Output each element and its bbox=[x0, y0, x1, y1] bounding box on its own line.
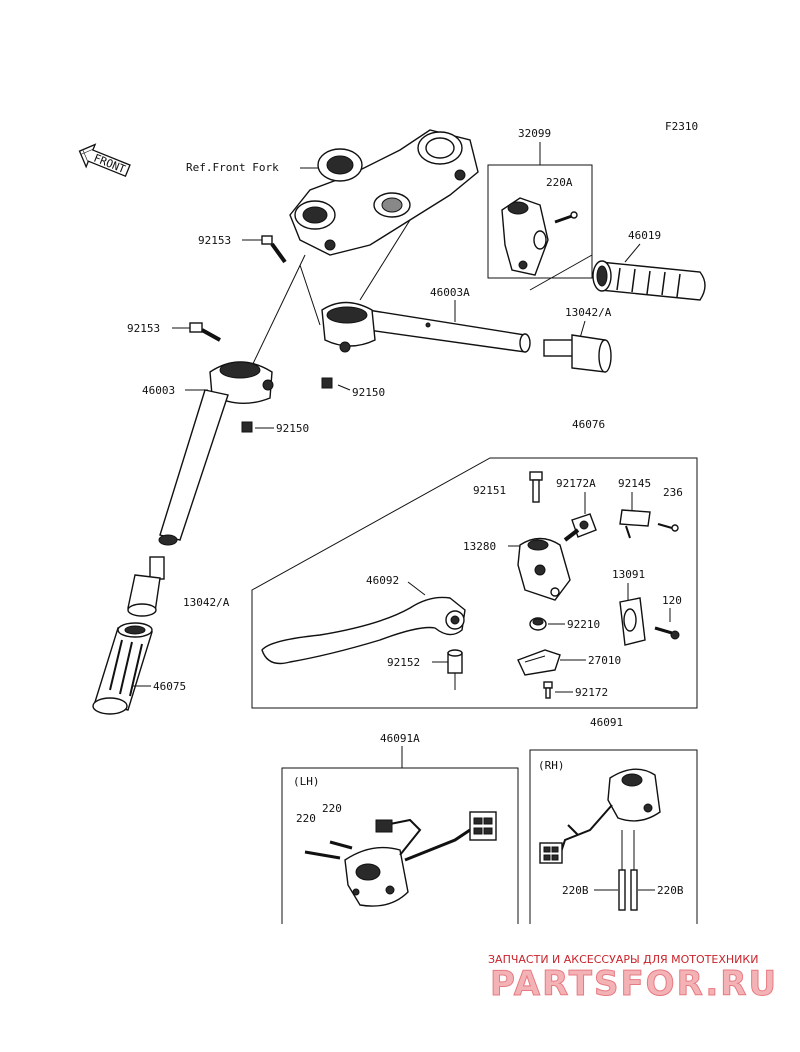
label-92150-b: 92150 bbox=[276, 422, 309, 435]
rh-switch-frame bbox=[529, 749, 698, 924]
bolt-92153-b bbox=[189, 322, 221, 342]
label-92151: 92151 bbox=[473, 484, 506, 497]
label-92153-a: 92153 bbox=[198, 234, 231, 247]
label-220-a: 220 bbox=[322, 802, 342, 815]
adjuster-92172A bbox=[563, 513, 597, 542]
clutch-lever-frame bbox=[251, 457, 698, 709]
front-arrow-label: FRONT bbox=[92, 152, 128, 177]
right-grip bbox=[592, 260, 706, 301]
nut-92150-right bbox=[321, 377, 333, 389]
switch-27010 bbox=[517, 649, 561, 676]
pin-92151 bbox=[529, 471, 543, 503]
label-220B-b: 220B bbox=[657, 884, 684, 897]
label-236: 236 bbox=[663, 486, 683, 499]
label-92152: 92152 bbox=[387, 656, 420, 669]
screw-92172 bbox=[543, 681, 553, 699]
rh-switch-housing bbox=[539, 768, 661, 864]
label-46075: 46075 bbox=[153, 680, 186, 693]
lh-switch-frame bbox=[281, 767, 519, 924]
label-27010: 27010 bbox=[588, 654, 621, 667]
label-92210: 92210 bbox=[567, 618, 600, 631]
label-92172A: 92172A bbox=[556, 477, 596, 490]
label-92153-b: 92153 bbox=[127, 322, 160, 335]
label-46003A: 46003A bbox=[430, 286, 470, 299]
label-46091A: 46091A bbox=[380, 732, 420, 745]
lever-bracket-13280 bbox=[517, 537, 571, 601]
label-46019: 46019 bbox=[628, 229, 661, 242]
spring-92145 bbox=[619, 509, 651, 539]
label-32099: 32099 bbox=[518, 127, 551, 140]
throttle-housing bbox=[501, 197, 578, 276]
label-46076: 46076 bbox=[572, 418, 605, 431]
label-92150-a: 92150 bbox=[352, 386, 385, 399]
clamp-13091 bbox=[619, 597, 646, 646]
front-arrow-icon: FRONT bbox=[78, 143, 131, 178]
label-46092: 46092 bbox=[366, 574, 399, 587]
lh-label: (LH) bbox=[293, 775, 320, 788]
bolt-120 bbox=[654, 626, 680, 640]
left-bar-end bbox=[127, 556, 165, 617]
collar-92152 bbox=[447, 649, 463, 674]
label-13042A-right: 13042/A bbox=[565, 306, 612, 319]
collar-92210 bbox=[529, 617, 547, 631]
watermark-subtitle: ЗАПЧАСТИ И АКСЕССУАРЫ ДЛЯ МОТОТЕХНИКИ bbox=[488, 953, 758, 966]
label-46091: 46091 bbox=[590, 716, 623, 729]
nut-92150-left bbox=[241, 421, 253, 433]
left-grip-46075 bbox=[92, 622, 153, 715]
watermark-logo: PARTSFOR.RU bbox=[490, 964, 778, 1004]
ref-front-fork-label: Ref.Front Fork bbox=[186, 161, 279, 174]
upper-triple-clamp bbox=[289, 129, 479, 256]
label-220B-a: 220B bbox=[562, 884, 589, 897]
label-220A: 220A bbox=[546, 176, 573, 189]
label-92172: 92172 bbox=[575, 686, 608, 699]
bolt-92153-a bbox=[261, 235, 287, 264]
rh-label: (RH) bbox=[538, 759, 565, 772]
lh-switch-housing bbox=[304, 811, 497, 907]
diagram-code: F2310 bbox=[665, 120, 698, 133]
left-handlebar bbox=[158, 361, 274, 546]
screw-236 bbox=[657, 523, 679, 532]
label-13280: 13280 bbox=[463, 540, 496, 553]
right-bar-end bbox=[543, 334, 612, 373]
clutch-lever-46092 bbox=[261, 596, 466, 665]
label-13091: 13091 bbox=[612, 568, 645, 581]
screws-220B bbox=[618, 869, 638, 911]
label-92145: 92145 bbox=[618, 477, 651, 490]
label-220-b: 220 bbox=[296, 812, 316, 825]
label-13042A-left: 13042/A bbox=[183, 596, 230, 609]
right-handlebar bbox=[321, 301, 531, 353]
label-46003: 46003 bbox=[142, 384, 175, 397]
label-120: 120 bbox=[662, 594, 682, 607]
